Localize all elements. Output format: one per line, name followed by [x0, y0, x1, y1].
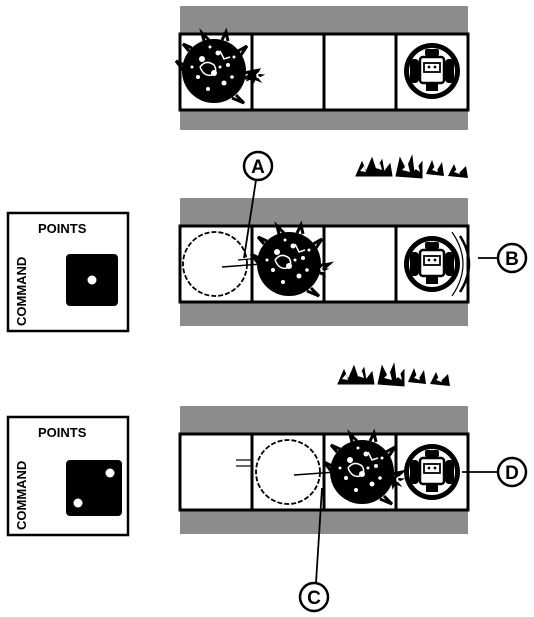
mech-robot-icon [402, 442, 462, 502]
command-card-points-label: POINTS [38, 221, 87, 236]
facing-arc [451, 231, 464, 297]
command-card: POINTS COMMAND [6, 211, 130, 333]
command-card-command-label: COMMAND [14, 461, 29, 530]
command-card-points-label: POINTS [38, 425, 87, 440]
callout-d-circle [496, 456, 528, 488]
facing-arc [458, 235, 471, 293]
callout-a-leader [243, 179, 257, 259]
motion-line [221, 263, 263, 268]
pip-die-icon [66, 460, 122, 516]
crash-sound-effect-icon [355, 155, 469, 179]
panel-2: POINTS COMMAND A B [6, 150, 528, 333]
command-card-command-label: COMMAND [14, 257, 29, 326]
callout-b-circle [496, 242, 528, 274]
crash-sound-effect-icon [337, 363, 451, 387]
mech-robot-icon [402, 234, 462, 294]
callout-a-label: A [251, 157, 265, 178]
ghost-fighter-icon [255, 439, 321, 505]
callout-c-label: C [307, 588, 321, 609]
mech-robot-icon [402, 41, 462, 101]
command-card: POINTS COMMAND [6, 415, 130, 537]
callout-b-label: B [505, 249, 519, 270]
callout-a-circle [242, 150, 274, 182]
ghost-fighter-icon [182, 231, 248, 297]
callout-c-leader [315, 487, 323, 584]
motion-line [293, 471, 337, 476]
panel-1 [174, 6, 470, 130]
callout-d-label: D [505, 463, 519, 484]
callout-c-circle [298, 581, 330, 613]
panel-3: POINTS COMMAND C D [6, 363, 528, 613]
